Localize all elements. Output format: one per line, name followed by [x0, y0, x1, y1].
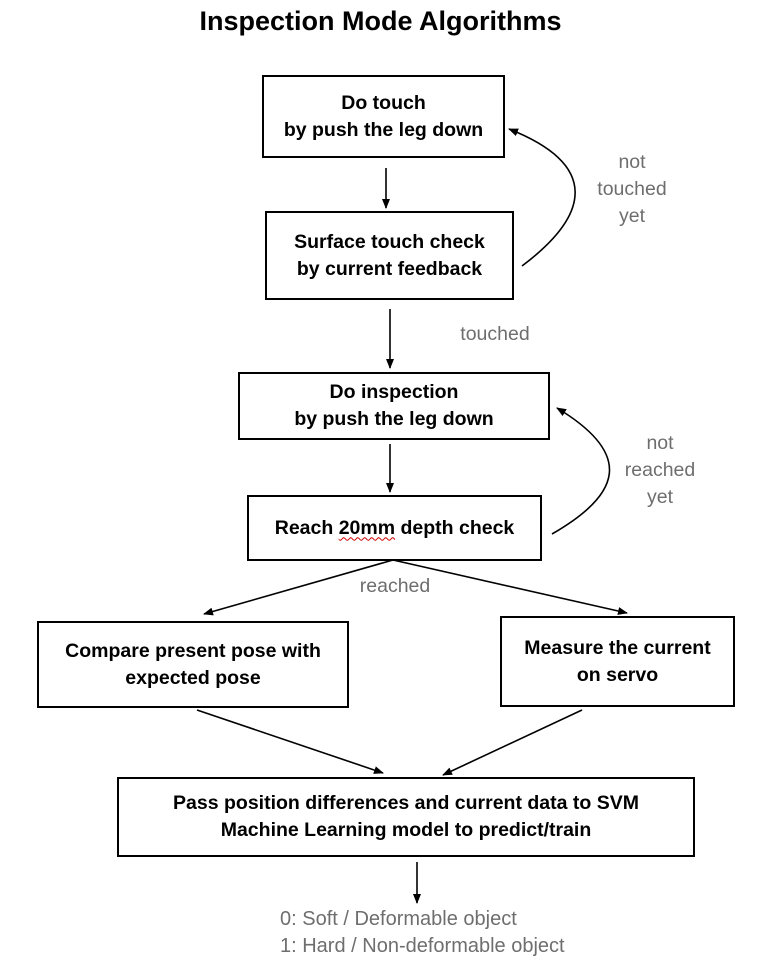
- arrow-not-touched-loop: [508, 128, 576, 267]
- node-depth-check: Reach 20mm depth check: [247, 495, 542, 561]
- node-text: Do inspection: [329, 381, 459, 403]
- arrow-compare-to-svm: [196, 709, 384, 774]
- node-text: Surface touch check: [294, 230, 485, 253]
- node-text: by current feedback: [296, 257, 483, 280]
- node-svm-model: Pass position differences and current da…: [117, 777, 695, 857]
- node-text: by push the leg down: [294, 408, 494, 430]
- node-text: Compare present pose with: [65, 639, 321, 662]
- arrow-measure-to-svm: [442, 709, 583, 776]
- outcome-soft: 0: Soft / Deformable object: [280, 908, 517, 930]
- arrow-not-reached-loop: [551, 407, 611, 535]
- node-text: expected pose: [125, 666, 261, 689]
- outcome-legend: 0: Soft / Deformable object 1: Hard / No…: [280, 906, 565, 960]
- label-not-touched-yet: not touched yet: [597, 151, 667, 227]
- node-text: on servo: [576, 663, 659, 686]
- node-surface-touch-check: Surface touch check by current feedback: [265, 211, 514, 300]
- node-do-touch: Do touch by push the leg down: [262, 75, 505, 158]
- outcome-hard: 1: Hard / Non-deformable object: [280, 935, 565, 957]
- node-measure-current: Measure the current on servo: [500, 616, 735, 707]
- node-text: Machine Learning model to predict/train: [220, 819, 592, 841]
- arrow-reached-right: [392, 559, 628, 615]
- label-touched: touched: [460, 323, 530, 345]
- node-text: Pass position differences and current da…: [173, 792, 639, 814]
- spellcheck-flagged-word: 20mm: [338, 516, 396, 539]
- arrow-reached-left: [203, 559, 394, 616]
- node-text: by push the leg down: [283, 118, 484, 141]
- node-text: Measure the current: [524, 636, 711, 659]
- node-compare-pose: Compare present pose with expected pose: [37, 621, 349, 708]
- diagram-title: Inspection Mode Algorithms: [199, 6, 562, 36]
- node-text: Reach 20mm depth check: [274, 516, 515, 539]
- label-not-reached-yet: not reached yet: [624, 432, 696, 508]
- node-do-inspection: Do inspection by push the leg down: [238, 372, 550, 440]
- label-reached: reached: [359, 575, 431, 597]
- node-text: Do touch: [341, 91, 426, 114]
